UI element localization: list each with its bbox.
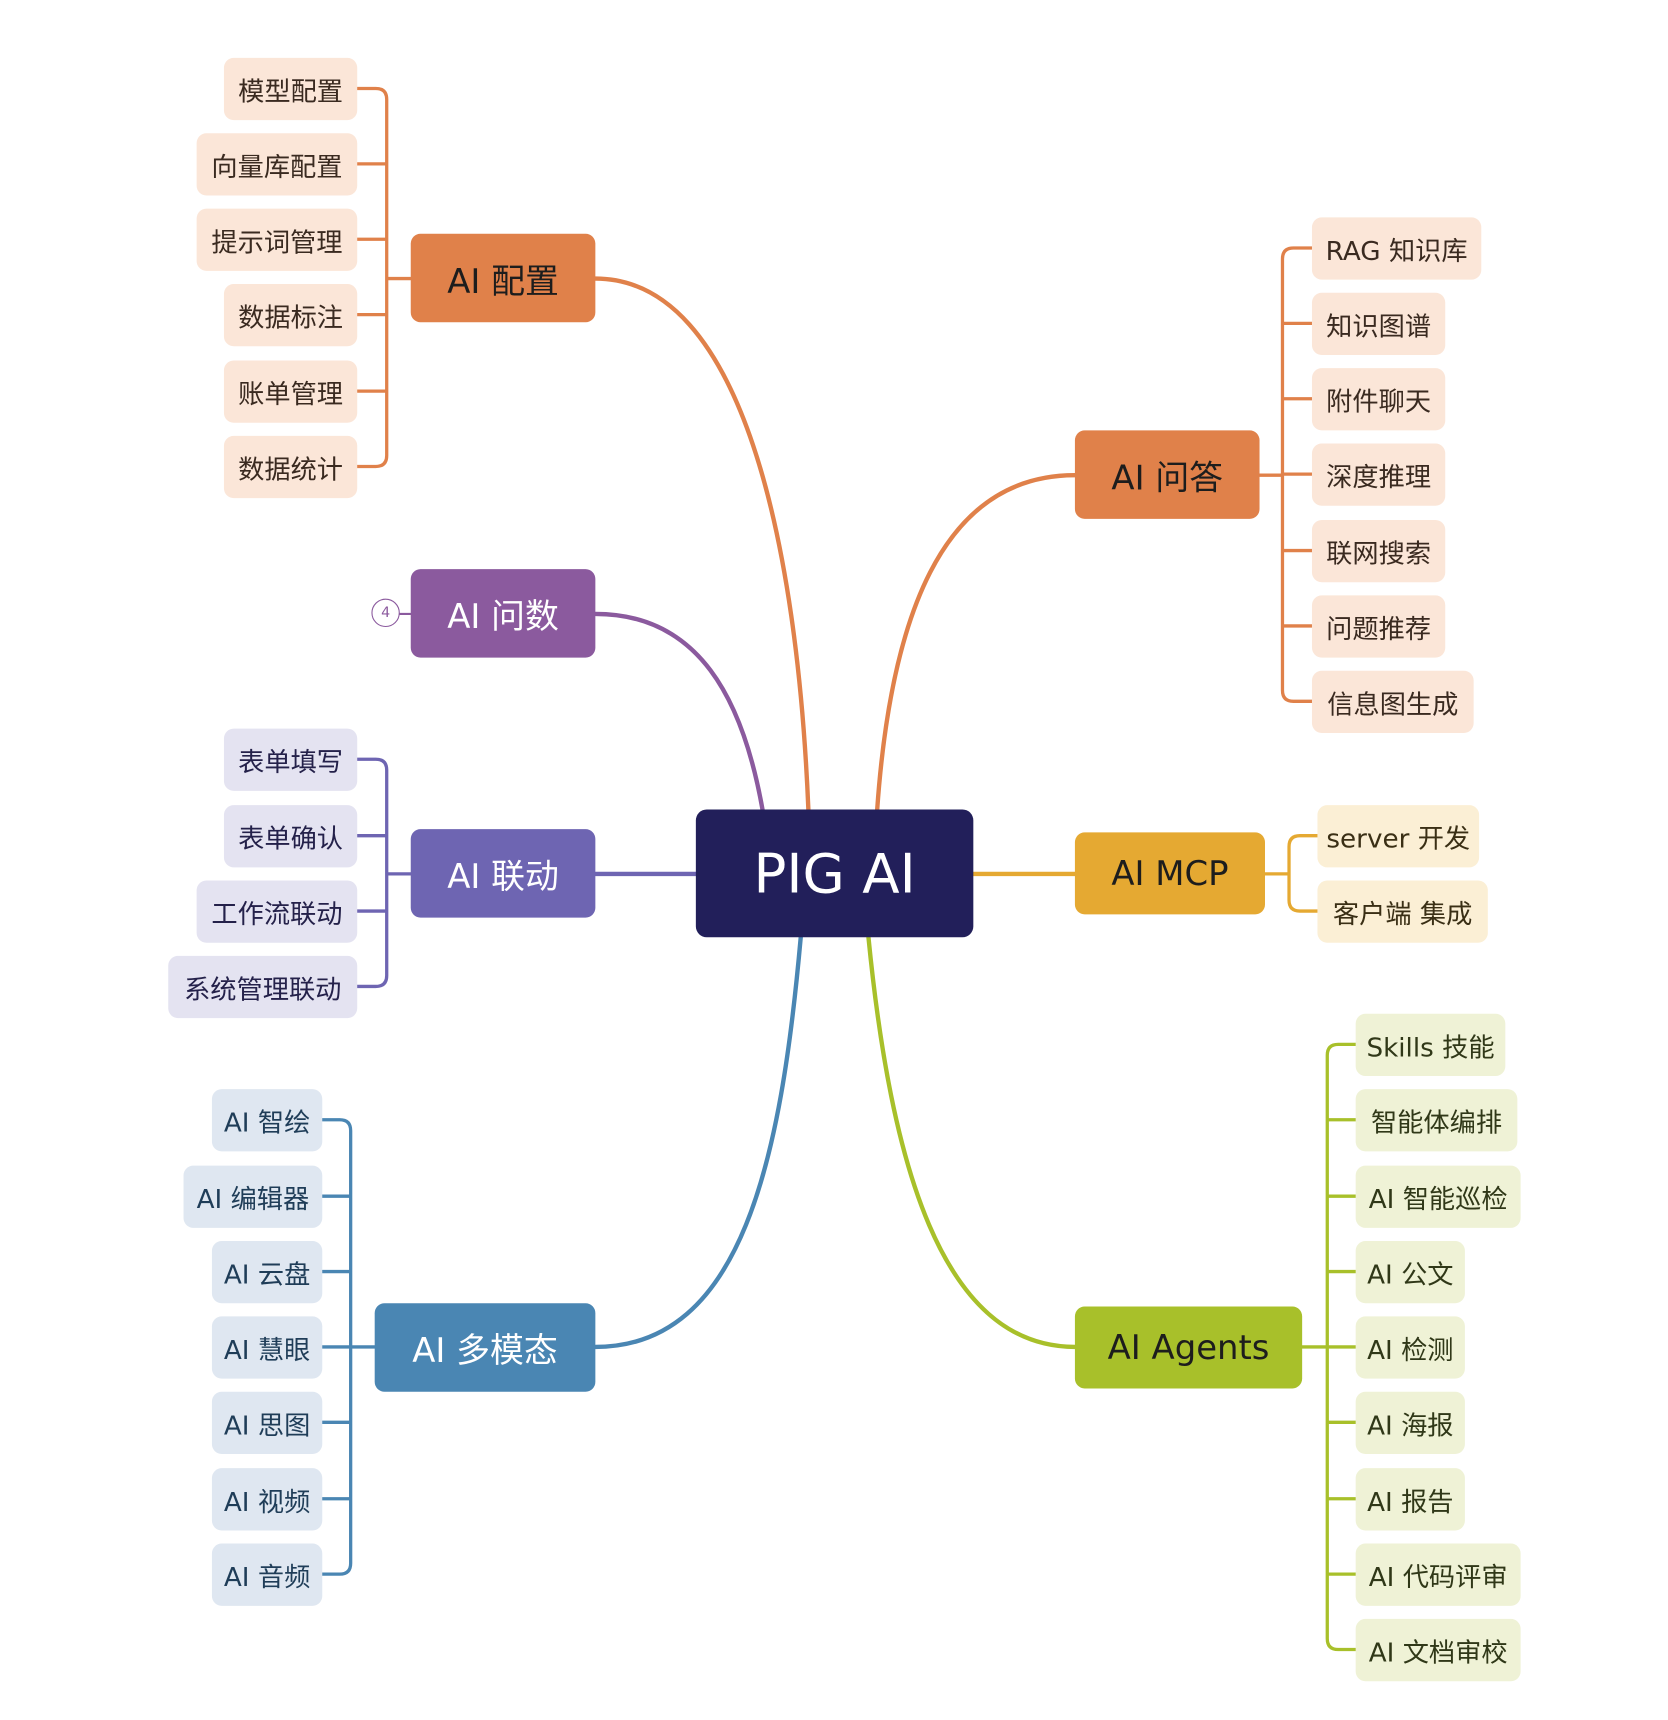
bracket-agents [1300, 1042, 1358, 1652]
branch-ai-data-qa[interactable]: AI 问数 [410, 569, 596, 658]
leaf-server-development[interactable]: server 开发 [1317, 805, 1480, 868]
link-root-multimodal [593, 935, 803, 1350]
leaf-data-labeling[interactable]: 数据标注 [223, 284, 358, 347]
branch-ai-multimodal[interactable]: AI 多模态 [374, 1303, 596, 1392]
link-root-data-qa [593, 611, 765, 812]
leaf-question-recommendation[interactable]: 问题推荐 [1311, 595, 1446, 658]
link-root-config [593, 276, 811, 812]
bracket-config [355, 86, 413, 469]
leaf-billing-management[interactable]: 账单管理 [223, 360, 358, 423]
link-root-agents [866, 935, 1078, 1350]
leaf-knowledge-graph[interactable]: 知识图谱 [1311, 292, 1446, 356]
leaf-vector-store-config[interactable]: 向量库配置 [196, 133, 358, 196]
leaf-ai-mind-map[interactable]: AI 思图 [211, 1391, 323, 1454]
leaf-ai-poster[interactable]: AI 海报 [1355, 1391, 1465, 1454]
bracket-mcp [1263, 834, 1320, 913]
leaf-ai-document-proofreading[interactable]: AI 文档审校 [1355, 1618, 1521, 1682]
leaf-ai-detection[interactable]: AI 检测 [1355, 1316, 1465, 1379]
leaf-ai-official-document[interactable]: AI 公文 [1355, 1240, 1465, 1304]
leaf-form-fill[interactable]: 表单填写 [223, 728, 358, 791]
branch-ai-linkage[interactable]: AI 联动 [410, 829, 596, 918]
leaf-prompt-management[interactable]: 提示词管理 [196, 208, 358, 271]
leaf-data-statistics[interactable]: 数据统计 [223, 435, 358, 499]
root-node[interactable]: PIG AI [695, 809, 974, 938]
leaf-infographic-generation[interactable]: 信息图生成 [1311, 670, 1474, 734]
leaf-ai-editor[interactable]: AI 编辑器 [183, 1165, 323, 1228]
leaf-ai-smart-inspection[interactable]: AI 智能巡检 [1355, 1165, 1521, 1228]
leaf-form-confirm[interactable]: 表单确认 [223, 805, 358, 868]
collapsed-count-badge[interactable]: 4 [371, 598, 400, 628]
leaf-ai-code-review[interactable]: AI 代码评审 [1355, 1543, 1521, 1606]
leaf-ai-vision[interactable]: AI 慧眼 [211, 1316, 323, 1379]
leaf-web-search[interactable]: 联网搜索 [1311, 519, 1446, 583]
branch-ai-mcp[interactable]: AI MCP [1074, 832, 1265, 915]
branch-ai-config[interactable]: AI 配置 [410, 233, 596, 323]
leaf-client-integration[interactable]: 客户端 集成 [1317, 880, 1488, 943]
leaf-ai-audio[interactable]: AI 音频 [211, 1543, 323, 1606]
leaf-agent-orchestration[interactable]: 智能体编排 [1355, 1089, 1518, 1152]
leaf-workflow-linkage[interactable]: 工作流联动 [196, 880, 358, 943]
bracket-qa [1257, 246, 1314, 703]
branch-ai-qa[interactable]: AI 问答 [1074, 430, 1260, 519]
leaf-model-config[interactable]: 模型配置 [223, 57, 358, 121]
leaf-ai-cloud-drive[interactable]: AI 云盘 [211, 1240, 323, 1304]
leaf-rag-knowledge-base[interactable]: RAG 知识库 [1311, 217, 1482, 280]
leaf-ai-report[interactable]: AI 报告 [1355, 1468, 1465, 1531]
bracket-multimodal [320, 1118, 377, 1576]
leaf-ai-video[interactable]: AI 视频 [211, 1468, 323, 1531]
leaf-ai-drawing[interactable]: AI 智绘 [211, 1089, 323, 1152]
link-root-qa [875, 473, 1078, 812]
leaf-system-management-linkage[interactable]: 系统管理联动 [168, 955, 358, 1019]
leaf-deep-reasoning[interactable]: 深度推理 [1311, 443, 1446, 506]
leaf-skills[interactable]: Skills 技能 [1355, 1013, 1506, 1077]
branch-ai-agents[interactable]: AI Agents [1074, 1306, 1303, 1389]
bracket-linkage [355, 757, 413, 989]
leaf-attachment-chat[interactable]: 附件聊天 [1311, 368, 1446, 431]
